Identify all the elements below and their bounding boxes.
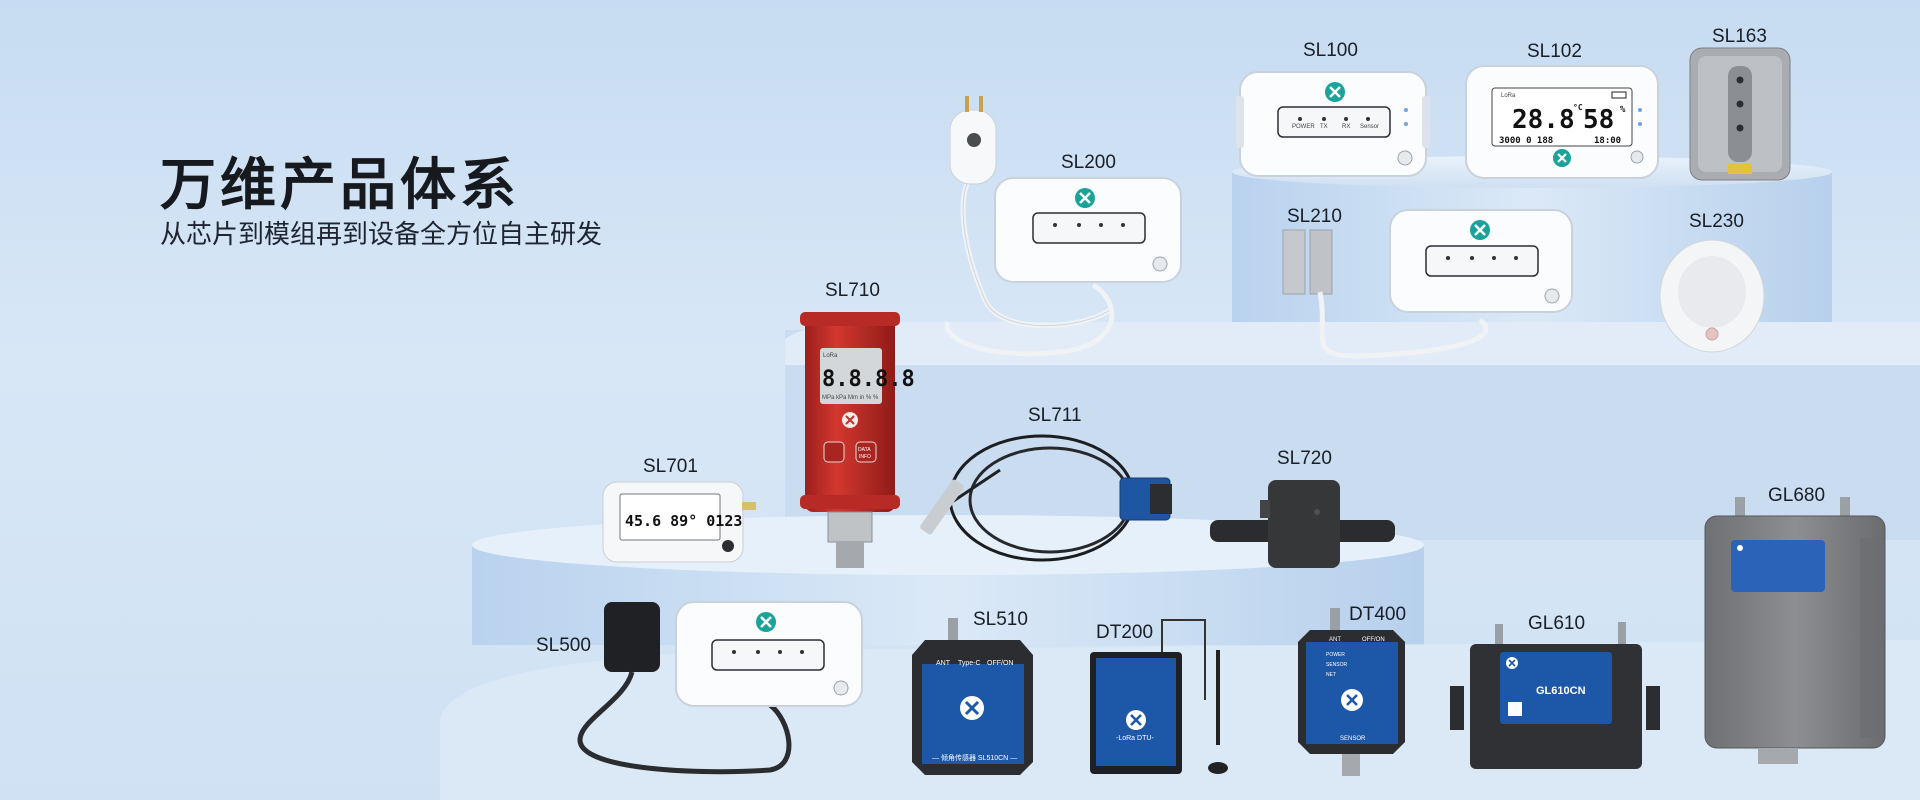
- power-led-label: POWER: [1326, 652, 1345, 658]
- label-dt200: DT200: [1096, 622, 1153, 643]
- label-sl701: SL701: [643, 456, 698, 477]
- label-gl610: GL610: [1528, 613, 1585, 634]
- device-sl711: [920, 434, 1172, 562]
- time-readout: 18:00: [1594, 136, 1621, 146]
- sensor-label: SENSOR: [1340, 736, 1366, 742]
- product-labels: SL100 SL102 SL163 SL200 SL210 SL230 SL71…: [536, 26, 1825, 656]
- device-sl510: ANT Type-C OFF/ON — 倾角传感器 SL510CN —: [912, 618, 1033, 775]
- device-sl701: 45.6 89° 0123: [602, 481, 756, 563]
- device-sl163: [1689, 47, 1791, 181]
- page-subtitle: 从芯片到模组再到设备全方位自主研发: [160, 220, 603, 250]
- device-sl230: [1659, 239, 1765, 353]
- brand-logo-icon: [756, 612, 776, 632]
- label-sl710: SL710: [825, 280, 880, 301]
- typec-label: Type-C: [958, 660, 981, 667]
- label-sl711: SL711: [1028, 405, 1082, 426]
- brand-logo-icon: [1325, 82, 1345, 102]
- label-sl510: SL510: [973, 609, 1028, 630]
- pressure-digits: 8.8.8.8: [822, 367, 915, 392]
- sl510-footer: — 倾角传感器 SL510CN —: [932, 753, 1017, 762]
- brand-logo-icon: [960, 696, 984, 720]
- ant-label: ANT: [936, 660, 951, 667]
- device-sl200: [944, 96, 1182, 357]
- page-title: 万维产品体系: [160, 153, 520, 218]
- label-sl720: SL720: [1277, 448, 1332, 469]
- brand-logo-icon: [1506, 657, 1518, 669]
- brand-logo-icon: [1126, 710, 1146, 730]
- label-sl102: SL102: [1527, 41, 1582, 62]
- device-sl500: [577, 601, 863, 775]
- lora-label: LoRa: [1501, 93, 1516, 99]
- net-led-label: NET: [1326, 672, 1336, 678]
- speaker-grille-icon: [1630, 150, 1644, 164]
- label-sl200: SL200: [1061, 152, 1116, 173]
- qr-code-icon: [1508, 702, 1522, 716]
- pressure-units: MPa kPa Mm in % %: [822, 395, 879, 401]
- data-button: [823, 441, 845, 463]
- label-sl500: SL500: [536, 635, 591, 656]
- counter-readout: 3000 0 188: [1499, 136, 1553, 146]
- label-gl680: GL680: [1768, 485, 1825, 506]
- humidity-unit: %: [1620, 105, 1626, 115]
- brand-logo-icon: [1341, 689, 1363, 711]
- speaker-grille-icon: [1397, 150, 1413, 166]
- brand-logo-icon: [1470, 220, 1490, 240]
- device-sl100: POWER TX RX Sensor: [1236, 71, 1430, 177]
- device-sl720: [1210, 480, 1395, 568]
- info-button-label: INFO: [859, 454, 871, 460]
- battery-icon: [1611, 91, 1627, 99]
- device-dt400: ANT OFF/ON POWER SENSOR NET SENSOR: [1298, 608, 1405, 776]
- sl701-reading: 45.6 89° 0123: [625, 512, 742, 530]
- led-power-label: POWER: [1292, 124, 1315, 130]
- speaker-grille-icon: [1544, 288, 1560, 304]
- temperature-unit: °C: [1573, 103, 1583, 112]
- device-sl210: [1282, 209, 1573, 359]
- label-sl210: SL210: [1287, 206, 1342, 227]
- sensor-led-label: SENSOR: [1326, 662, 1348, 668]
- brand-logo-icon: [842, 412, 858, 428]
- temperature-readout: 28.8: [1512, 105, 1575, 135]
- podium-upper-step-face: [785, 322, 1920, 365]
- label-sl100: SL100: [1303, 40, 1358, 61]
- device-gl680: [1704, 497, 1886, 764]
- speaker-grille-icon: [1152, 256, 1168, 272]
- lora-label: LoRa: [823, 353, 838, 359]
- onoff-label: OFF/ON: [987, 660, 1013, 667]
- led-sensor-label: Sensor: [1360, 124, 1379, 130]
- label-dt400: DT400: [1349, 604, 1406, 625]
- speaker-grille-icon: [833, 680, 849, 696]
- brand-logo-icon: [1553, 149, 1571, 167]
- onoff-label: OFF/ON: [1362, 637, 1385, 643]
- device-dt200: -LoRa DTU-: [1090, 619, 1228, 774]
- dt200-brand-label: -LoRa DTU-: [1116, 735, 1154, 742]
- led-rx-label: RX: [1342, 124, 1350, 130]
- data-button-label: DATA: [858, 447, 871, 453]
- device-gl610: GL610CN: [1450, 622, 1660, 769]
- device-sl710: LoRa 8.8.8.8 MPa kPa Mm in % % DATA INFO: [800, 312, 915, 568]
- label-sl163: SL163: [1712, 26, 1767, 47]
- label-sl230: SL230: [1689, 211, 1744, 232]
- humidity-readout: 58: [1583, 105, 1614, 135]
- brand-logo-icon: [1075, 188, 1095, 208]
- led-tx-label: TX: [1320, 124, 1328, 130]
- device-sl102: LoRa 28.8 °C 58 % 3000 0 188 18:00: [1465, 65, 1659, 179]
- ant-label: ANT: [1329, 637, 1341, 643]
- info-button: [855, 441, 877, 463]
- gl610-model-label: GL610CN: [1536, 685, 1586, 697]
